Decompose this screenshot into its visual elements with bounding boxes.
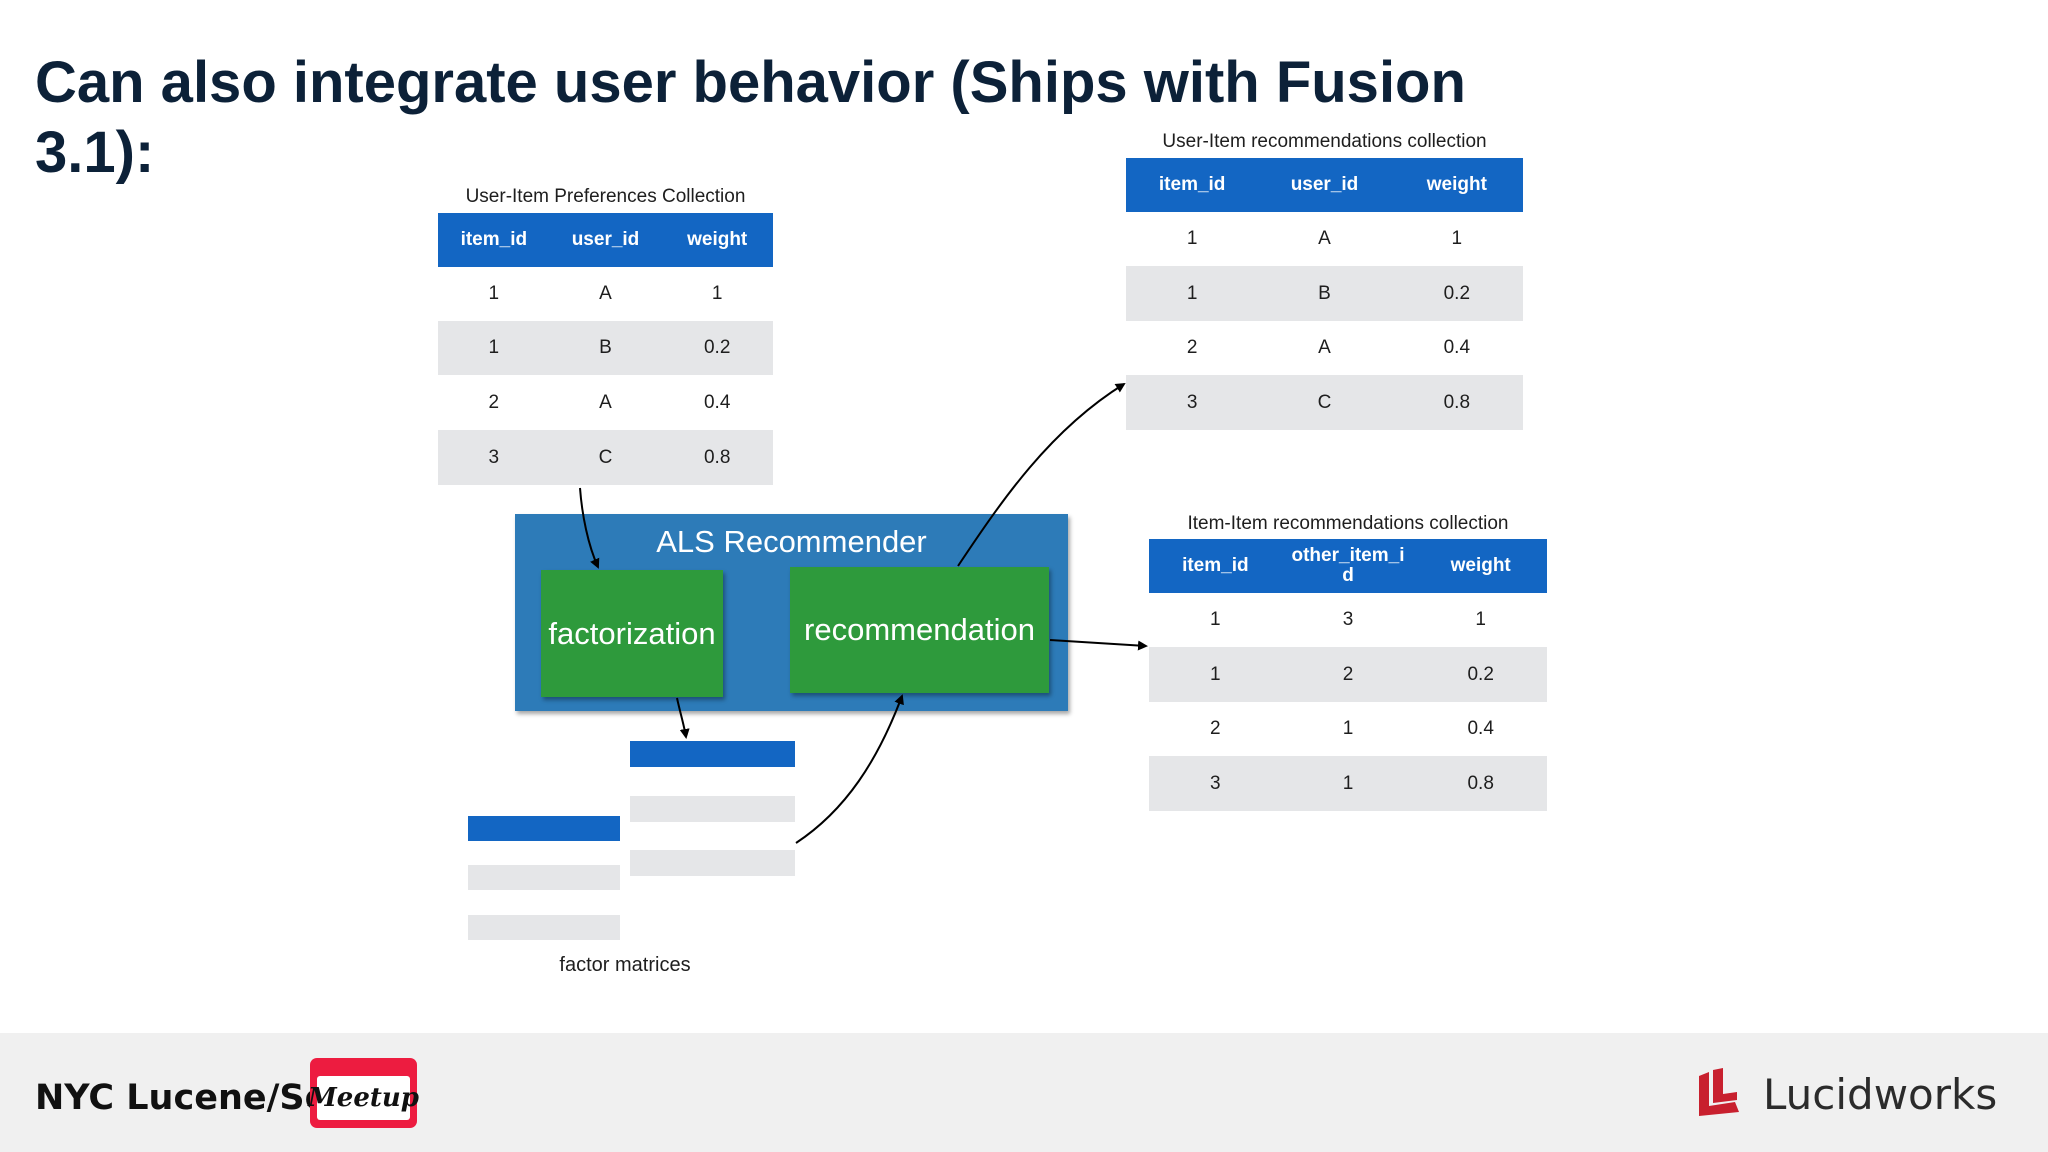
table-cell: 1 bbox=[1451, 228, 1463, 249]
factor-matrix-row-bar bbox=[468, 915, 620, 940]
table-cell: 2 bbox=[1186, 337, 1198, 358]
table-cell: 1 bbox=[1186, 228, 1198, 249]
factor-matrix-header-bar bbox=[468, 816, 620, 841]
table-cell: 1 bbox=[488, 283, 500, 304]
column-header: user_id bbox=[1290, 174, 1359, 195]
table-cell: 1 bbox=[488, 337, 500, 358]
column-header: weight bbox=[1450, 555, 1511, 576]
arrow-factor-matrices-to-recommendation bbox=[795, 694, 904, 844]
lucidworks-brand: Lucidworks bbox=[1763, 1070, 1998, 1119]
table-row: 1 3 1 bbox=[1149, 593, 1547, 647]
table-cell: 0.4 bbox=[1443, 337, 1471, 358]
table-row: 3 1 0.8 bbox=[1149, 756, 1547, 811]
table-cell: 0.8 bbox=[703, 446, 731, 468]
column-header: other_item_id bbox=[1282, 539, 1415, 593]
table-row: 3 C 0.8 bbox=[438, 430, 773, 485]
table-row: 1 A 1 bbox=[1126, 212, 1523, 266]
table-cell: 1 bbox=[1210, 609, 1221, 630]
table-cell: A bbox=[1318, 337, 1331, 358]
column-header: weight bbox=[1426, 174, 1487, 195]
lucidworks-logo-icon bbox=[1699, 1068, 1739, 1116]
table-cell: 1 bbox=[1475, 609, 1486, 630]
table-cell: 3 bbox=[1210, 772, 1221, 794]
table-caption: User-Item recommendations collection bbox=[1162, 131, 1487, 152]
meetup-logo: Meetup bbox=[308, 1058, 419, 1128]
user-item-recs-table: User-Item recommendations collection ite… bbox=[1126, 126, 1523, 430]
table-cell: 0.2 bbox=[1443, 282, 1471, 304]
table-cell: 0.4 bbox=[703, 391, 731, 413]
table-cell: 3 bbox=[1342, 609, 1354, 630]
column-header: user_id bbox=[571, 229, 640, 250]
factor-matrix-row-bar bbox=[468, 865, 620, 890]
slide-title: Can also integrate user behavior (Ships … bbox=[35, 50, 1466, 185]
factor-matrix-header-bar bbox=[630, 741, 795, 767]
table-row: 1 2 0.2 bbox=[1149, 647, 1547, 702]
table-cell: 2 bbox=[1342, 663, 1354, 685]
table-cell: A bbox=[1318, 228, 1331, 249]
table-cell: 1 bbox=[1342, 772, 1354, 794]
table-cell: 1 bbox=[1186, 282, 1198, 304]
recommendation-box: recommendation bbox=[790, 567, 1049, 693]
table-row: 3 C 0.8 bbox=[1126, 375, 1523, 430]
factor-matrices-caption: factor matrices bbox=[559, 954, 691, 976]
table-row: 2 A 0.4 bbox=[438, 375, 773, 430]
table-row: 1 B 0.2 bbox=[438, 321, 773, 375]
factorization-box: factorization bbox=[541, 570, 723, 697]
table-header: item_id user_id weight bbox=[1126, 158, 1523, 212]
table-header: item_id other_item_id weight bbox=[1149, 539, 1547, 593]
table-row: 2 1 0.4 bbox=[1149, 702, 1547, 756]
table-cell: 1 bbox=[1210, 663, 1221, 685]
table-cell: 3 bbox=[1186, 391, 1198, 413]
column-header-text: other_item_id bbox=[1291, 545, 1405, 586]
preferences-table: User-Item Preferences Collection item_id… bbox=[438, 180, 773, 485]
table-cell: 0.2 bbox=[1467, 663, 1494, 685]
factor-matrix-row-bar bbox=[630, 796, 795, 822]
table-caption: User-Item Preferences Collection bbox=[465, 186, 746, 207]
column-header: item_id bbox=[460, 229, 528, 250]
table-header: item_id user_id weight bbox=[438, 213, 773, 267]
column-header: item_id bbox=[1158, 174, 1226, 195]
table-cell: 2 bbox=[488, 391, 500, 413]
table-cell: 0.4 bbox=[1467, 718, 1494, 739]
table-row: 1 A 1 bbox=[438, 267, 773, 321]
table-cell: B bbox=[1318, 282, 1331, 304]
column-header: weight bbox=[687, 229, 748, 250]
item-item-recs-table: Item-Item recommendations collection ite… bbox=[1149, 507, 1547, 811]
table-cell: C bbox=[598, 446, 613, 468]
meetup-logo-text: Meetup bbox=[308, 1076, 419, 1120]
table-cell: B bbox=[599, 337, 612, 358]
table-cell: 0.8 bbox=[1443, 391, 1471, 413]
table-cell: 0.8 bbox=[1467, 772, 1494, 794]
table-cell: A bbox=[599, 391, 612, 413]
table-cell: 1 bbox=[711, 283, 723, 304]
table-cell: 1 bbox=[1342, 718, 1354, 739]
table-cell: 0.2 bbox=[703, 337, 731, 358]
table-caption: Item-Item recommendations collection bbox=[1187, 513, 1509, 534]
table-cell: 2 bbox=[1210, 718, 1221, 739]
factor-matrix-row-bar bbox=[630, 850, 795, 876]
table-cell: A bbox=[599, 283, 612, 304]
table-cell: C bbox=[1317, 391, 1332, 413]
meetup-group-name: NYC Lucene/Solr bbox=[35, 1078, 358, 1118]
table-row: 2 A 0.4 bbox=[1126, 321, 1523, 375]
table-cell: 3 bbox=[488, 446, 500, 468]
als-title: ALS Recommender bbox=[656, 524, 927, 559]
table-row: 1 B 0.2 bbox=[1126, 266, 1523, 321]
column-header: item_id bbox=[1182, 555, 1249, 576]
